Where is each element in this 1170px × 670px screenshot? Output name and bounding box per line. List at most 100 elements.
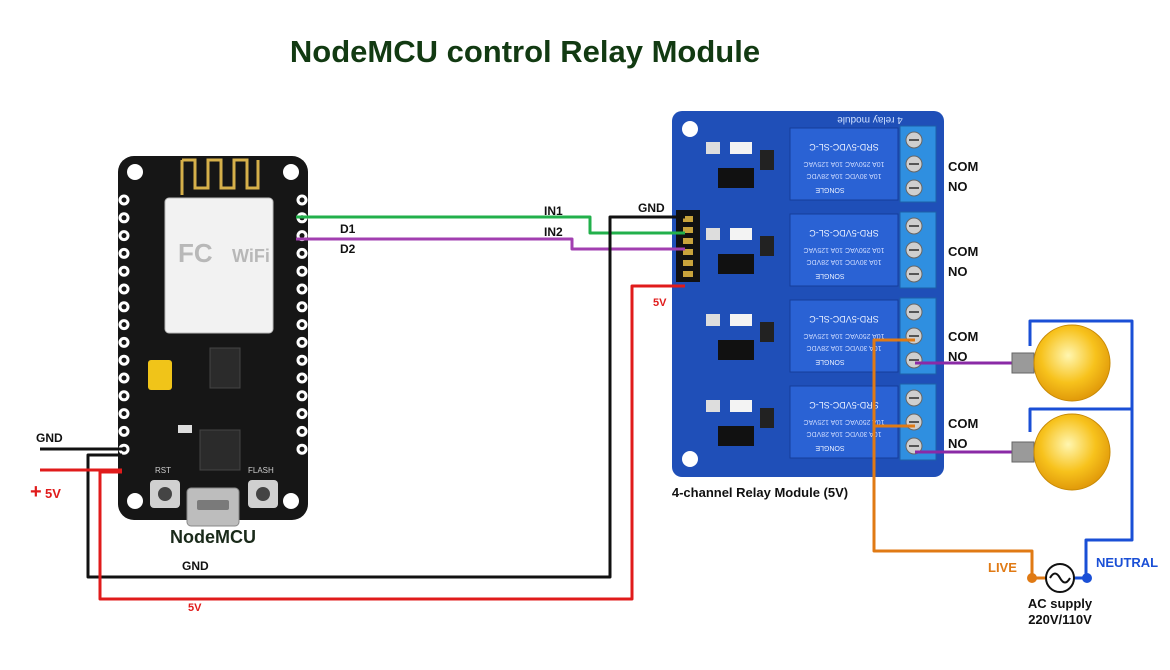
diode bbox=[760, 408, 774, 428]
relay-rating-text: 10A 30VDC 10A 28VDC bbox=[806, 172, 881, 179]
wifi-mark: WiFi bbox=[232, 246, 270, 266]
bulb-1-glass bbox=[1033, 324, 1111, 402]
no-label-2: NO bbox=[948, 264, 968, 279]
status-led bbox=[706, 228, 720, 240]
gnd-relay-label: GND bbox=[638, 201, 665, 215]
wire-d1-in1 bbox=[296, 215, 685, 235]
wifi-antenna bbox=[180, 158, 260, 195]
header-pin-hole bbox=[121, 304, 127, 310]
ac-voltage-label: 220V/110V bbox=[1028, 612, 1092, 627]
header-pin-hole bbox=[121, 339, 127, 345]
vcc-relay-label: 5V bbox=[653, 297, 667, 309]
ac-supply: LIVE NEUTRAL AC supply 220V/110V bbox=[988, 555, 1158, 627]
capacitor bbox=[148, 360, 172, 390]
optocoupler bbox=[718, 168, 754, 188]
left-pin-header bbox=[118, 194, 130, 455]
header-pin-hole bbox=[299, 322, 305, 328]
diode bbox=[760, 322, 774, 342]
com-label-2: COM bbox=[948, 244, 978, 259]
wire-d2-in2 bbox=[296, 237, 685, 251]
header-pin-hole bbox=[299, 411, 305, 417]
bulb-1-base bbox=[1011, 352, 1035, 374]
mount-hole bbox=[682, 451, 698, 467]
relay-module: 4 relay module SRD-5VDC-SL-C 10A 250VAC 1… bbox=[672, 111, 944, 500]
no-label-4: NO bbox=[948, 436, 968, 451]
wire-vcc-relay bbox=[98, 284, 685, 601]
header-pin-hole bbox=[121, 357, 127, 363]
relay-rating-text: 10A 250VAC 10A 125VAC bbox=[803, 418, 884, 425]
micro-usb-slot bbox=[197, 500, 229, 510]
header-pin-hole bbox=[299, 233, 305, 239]
header-pin-hole bbox=[121, 322, 127, 328]
relay-rating-text: 10A 250VAC 10A 125VAC bbox=[803, 332, 884, 339]
regulator bbox=[209, 347, 241, 389]
wire-gnd-relay bbox=[86, 215, 685, 579]
com-label-4: COM bbox=[948, 416, 978, 431]
relay-model-text: SRD-5VDC-SL-C bbox=[809, 142, 879, 152]
live-terminal bbox=[1027, 573, 1037, 583]
nodemcu-board: FC WiFi RST FLASH NodeMCU bbox=[118, 156, 308, 547]
relay-3 bbox=[789, 299, 899, 373]
neutral-label: NEUTRAL bbox=[1096, 555, 1158, 570]
relay-blocks: SRD-5VDC-SL-C 10A 250VAC 10A 125VAC 10A 30… bbox=[683, 125, 937, 461]
mount-hole bbox=[283, 493, 299, 509]
fc-mark: FC bbox=[178, 238, 213, 268]
bulb-1 bbox=[1011, 324, 1111, 402]
in2-label: IN2 bbox=[544, 225, 563, 239]
usb-chip bbox=[199, 429, 241, 471]
status-led bbox=[706, 400, 720, 412]
gnd-bottom-label: GND bbox=[182, 559, 209, 573]
status-led bbox=[706, 142, 720, 154]
relay-brand-text: SONGLE bbox=[815, 358, 845, 365]
relay-4 bbox=[789, 385, 899, 459]
no-label-1: NO bbox=[948, 179, 968, 194]
mount-hole bbox=[127, 493, 143, 509]
gnd-input-label: GND bbox=[36, 431, 63, 445]
rst-label: RST bbox=[155, 466, 171, 475]
smd-resistor bbox=[730, 400, 752, 412]
esp-module bbox=[164, 197, 274, 334]
relay-1 bbox=[789, 127, 899, 201]
relay-board-text: 4 relay module bbox=[837, 114, 903, 125]
in1-label: IN1 bbox=[544, 204, 563, 218]
d2-label: D2 bbox=[340, 242, 356, 256]
led bbox=[178, 425, 192, 433]
input-pin bbox=[683, 249, 693, 255]
header-pin-hole bbox=[121, 393, 127, 399]
live-label: LIVE bbox=[988, 560, 1017, 575]
vcc-bottom-label: 5V bbox=[188, 602, 202, 614]
header-pin-hole bbox=[299, 250, 305, 256]
diagram-title: NodeMCU control Relay Module bbox=[290, 34, 760, 69]
wire-neutral-bulb2 bbox=[1028, 407, 1132, 432]
smd-resistor bbox=[730, 314, 752, 326]
relay-brand-text: SONGLE bbox=[815, 272, 845, 279]
bulb-2-glass bbox=[1033, 413, 1111, 491]
relay-rating-text: 10A 30VDC 10A 28VDC bbox=[806, 430, 881, 437]
bulb-2 bbox=[1011, 413, 1111, 491]
input-pin bbox=[683, 260, 693, 266]
header-pin-hole bbox=[121, 215, 127, 221]
relay-2 bbox=[789, 213, 899, 287]
right-pin-header bbox=[296, 194, 308, 455]
header-pin-hole bbox=[299, 339, 305, 345]
terminal-labels: COM NO COM NO COM NO COM NO bbox=[948, 159, 978, 451]
header-pin-hole bbox=[121, 411, 127, 417]
relay-rating-text: 10A 250VAC 10A 125VAC bbox=[803, 160, 884, 167]
relay-module-label: 4-channel Relay Module (5V) bbox=[672, 485, 848, 500]
header-pin-hole bbox=[121, 250, 127, 256]
nodemcu-label: NodeMCU bbox=[170, 527, 256, 547]
input-pin bbox=[683, 238, 693, 244]
relay-rating-text: 10A 30VDC 10A 28VDC bbox=[806, 258, 881, 265]
header-pin-hole bbox=[121, 375, 127, 381]
header-pin-hole bbox=[299, 304, 305, 310]
header-pin-hole bbox=[299, 357, 305, 363]
header-pin-hole bbox=[121, 233, 127, 239]
com-label-1: COM bbox=[948, 159, 978, 174]
relay-brand-text: SONGLE bbox=[815, 444, 845, 451]
vcc-input-label: 5V bbox=[45, 486, 61, 501]
header-pin-hole bbox=[121, 197, 127, 203]
plus-sign: + bbox=[30, 481, 42, 503]
diode bbox=[760, 236, 774, 256]
flash-label: FLASH bbox=[248, 466, 274, 475]
no-label-3: NO bbox=[948, 349, 968, 364]
